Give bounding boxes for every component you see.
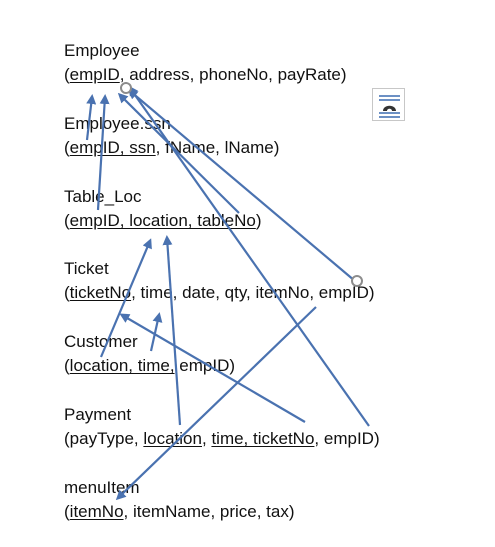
arrow-tableloc-to-employee[interactable] [96,94,110,211]
relation-name: Ticket [64,259,109,278]
attribute-text: , itemName, price, tax) [123,502,295,521]
attribute-text: ( [64,502,70,521]
attribute-text: ( [64,138,70,157]
attribute-text: ( [64,356,70,375]
arrow-customer-to-tableloc[interactable] [99,238,152,358]
attribute-text: , fName, lName) [155,138,280,157]
relation-attributes: (empID, location, tableNo) [64,209,262,233]
relation-attributes: (itemNo, itemName, price, tax) [64,500,295,524]
arrow-payment-to-tableloc[interactable] [162,235,182,426]
arrow-ssn-to-employee[interactable] [85,94,97,141]
arrow-customer-to-time[interactable] [149,312,163,352]
attribute-text: (payType, [64,429,144,448]
relation-customer: Customer (location, time, empID) [64,330,235,378]
arrow-tableloc-to-employee-tail[interactable] [117,92,240,214]
relation-name: Employee [64,41,140,60]
key-attribute: empID, location, tableNo [69,211,256,230]
key-attribute: ticketNo [69,283,132,302]
layout-options-button[interactable] [372,88,405,121]
key-attribute: time, ticketNo [211,429,315,448]
relation-menuitem: menuItem (itemNo, itemName, price, tax) [64,476,295,524]
key-attribute: location, time, [69,356,175,375]
relation-name: Table_Loc [64,187,142,206]
attribute-text: ( [64,211,70,230]
attribute-text: ( [64,65,70,84]
attribute-text: , address, phoneNo, payRate) [119,65,347,84]
relation-attributes: (payType, location, time, ticketNo, empI… [64,427,380,451]
relation-ticket: Ticket (ticketNo, time, date, qty, itemN… [64,257,375,305]
layout-options-icon [379,95,400,118]
relation-employee: Employee (empID, address, phoneNo, payRa… [64,39,347,87]
connector-handle-start[interactable] [120,82,132,94]
arrow-payment-to-employee[interactable] [128,85,370,427]
key-attribute: empID [69,65,120,84]
key-attribute: itemNo [69,502,124,521]
relation-attributes: (empID, ssn, fName, lName) [64,136,279,160]
relation-name: Payment [64,405,132,424]
connector-handle-end[interactable] [351,275,363,287]
attribute-text: , [201,429,212,448]
arrow-payment-to-ticket[interactable] [119,313,306,423]
relation-payment: Payment (payType, location, time, ticket… [64,403,380,451]
arrow-ticket-to-menuitem[interactable] [115,306,317,501]
relation-table-loc: Table_Loc (empID, location, tableNo) [64,185,262,233]
arrow-ticket-to-employee[interactable] [127,89,356,282]
relation-attributes: (empID, address, phoneNo, payRate) [64,63,347,87]
key-attribute: empID, ssn [69,138,156,157]
attribute-text: ( [64,283,70,302]
attribute-text: , empID) [314,429,380,448]
key-attribute: location [143,429,202,448]
attribute-text: , time, date, qty, itemNo, empID) [131,283,375,302]
attribute-text: ) [255,211,262,230]
relation-attributes: (ticketNo, time, date, qty, itemNo, empI… [64,281,375,305]
relation-name: Customer [64,332,138,351]
